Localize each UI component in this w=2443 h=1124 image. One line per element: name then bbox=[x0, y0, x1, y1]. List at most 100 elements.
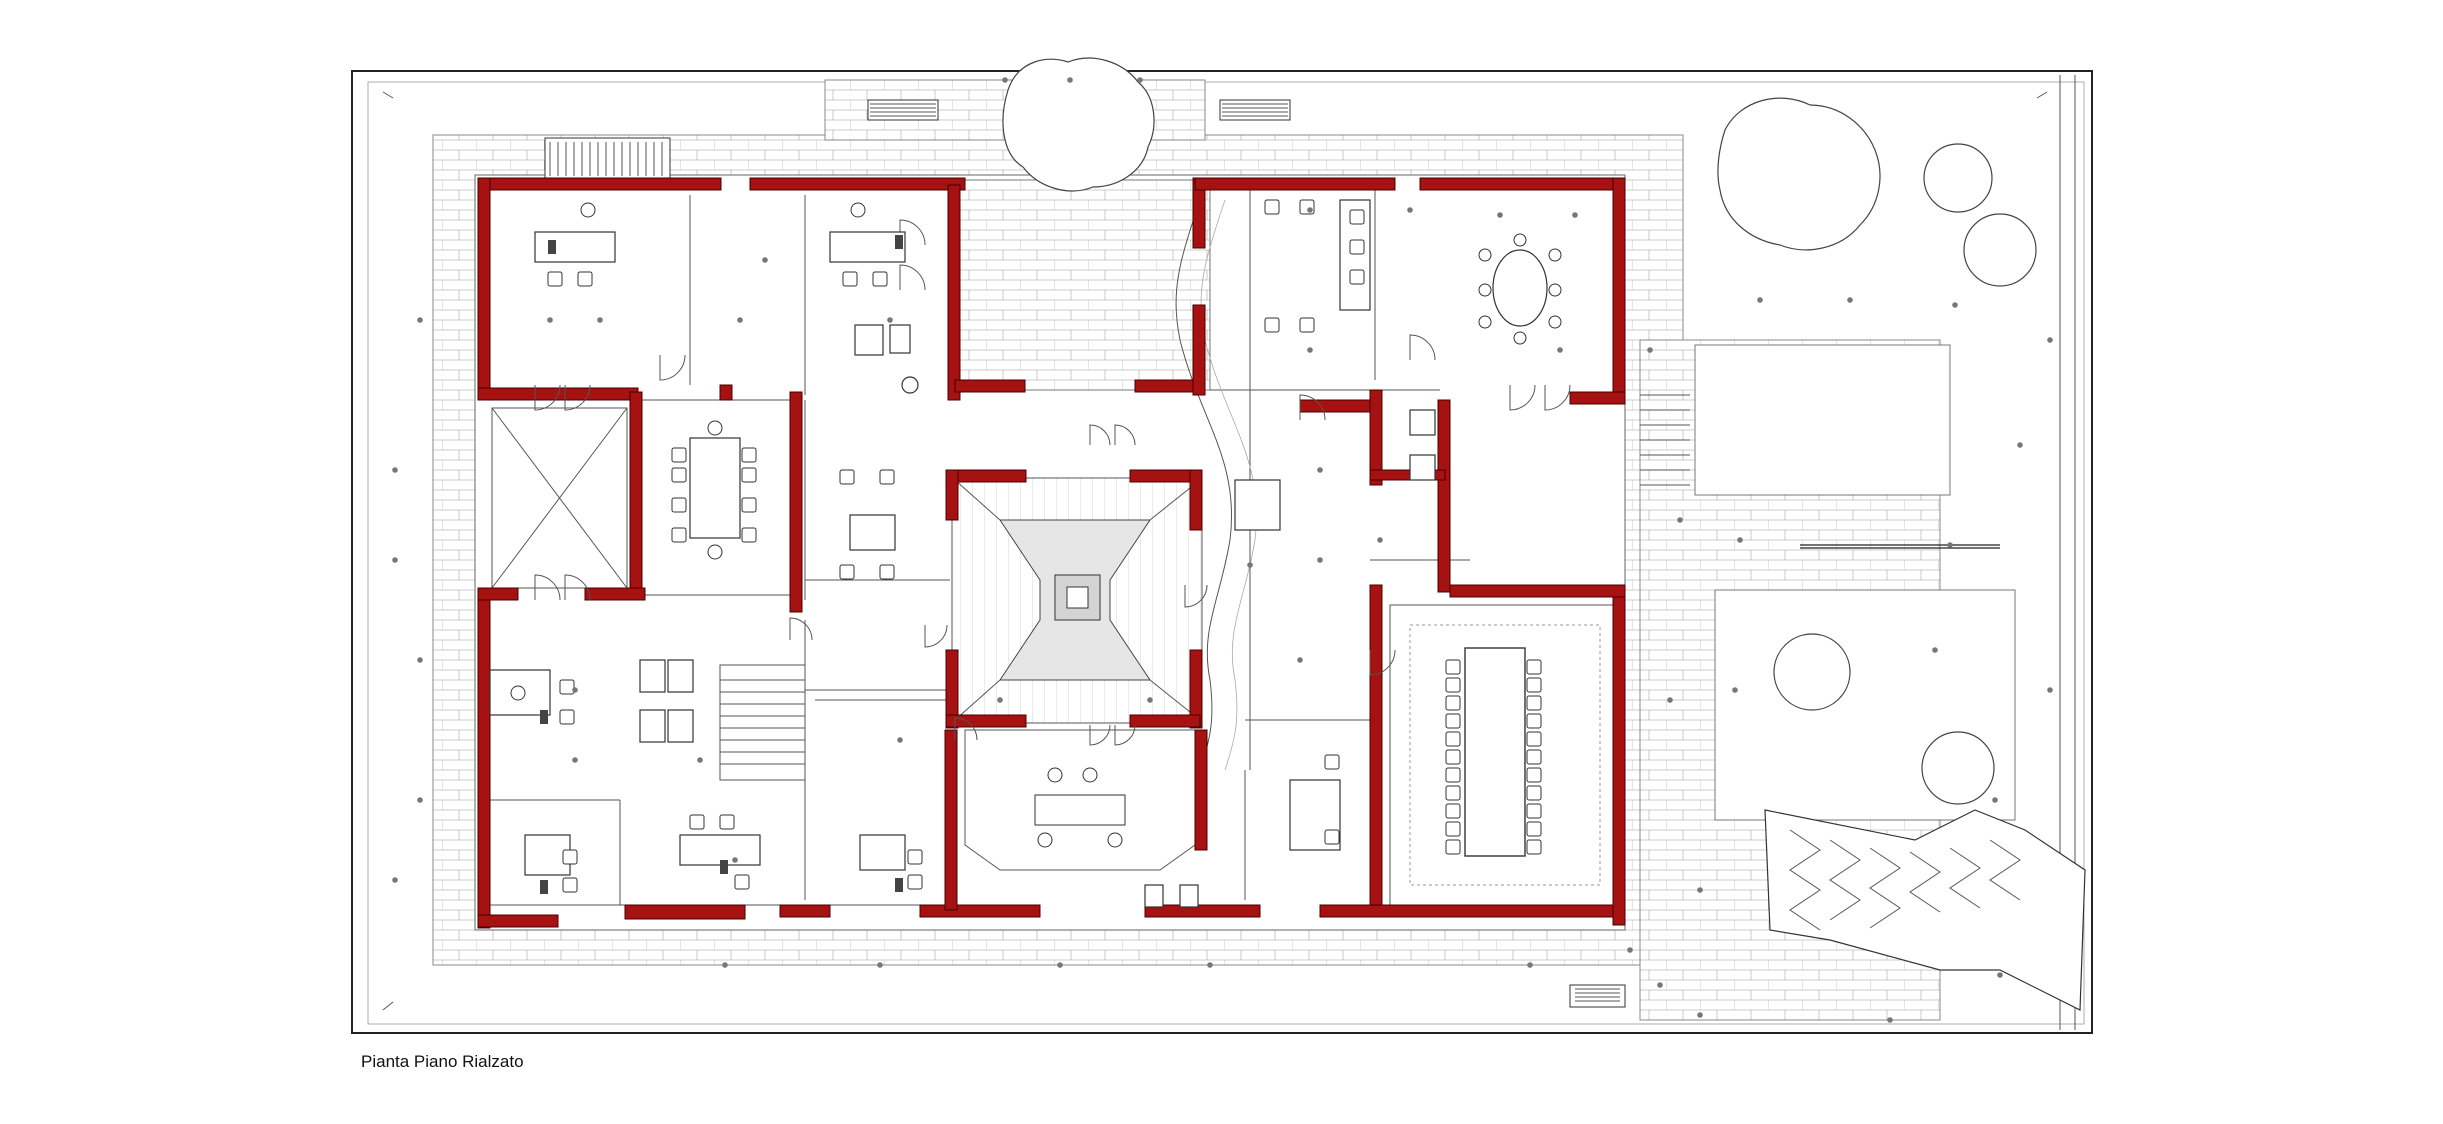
wall-segment bbox=[1194, 729, 1208, 851]
wall-segment bbox=[1612, 589, 1626, 926]
chair bbox=[907, 874, 923, 890]
wall-segment bbox=[944, 729, 958, 911]
chair bbox=[562, 849, 578, 865]
light-point bbox=[1317, 467, 1323, 473]
chair bbox=[741, 467, 757, 483]
chair bbox=[879, 469, 895, 485]
light-point bbox=[1992, 797, 1998, 803]
armchair bbox=[1548, 315, 1562, 329]
wall-segment bbox=[919, 904, 1041, 918]
lightwell-west bbox=[491, 407, 628, 589]
light-point bbox=[1697, 1012, 1703, 1018]
light-points bbox=[392, 77, 2053, 1023]
wall-segment bbox=[624, 904, 746, 920]
wall-segment bbox=[477, 587, 491, 929]
wall-segment bbox=[1192, 304, 1206, 396]
light-point bbox=[1667, 697, 1673, 703]
chair bbox=[1445, 821, 1461, 837]
lamp-mark bbox=[720, 860, 728, 874]
chair bbox=[1526, 731, 1542, 747]
door-swing bbox=[1114, 724, 1136, 746]
light-point bbox=[2047, 687, 2053, 693]
tree-small-2 bbox=[1963, 213, 2037, 287]
light-point bbox=[1847, 297, 1853, 303]
chair bbox=[671, 527, 687, 543]
chair bbox=[1299, 317, 1315, 333]
light-point bbox=[1737, 537, 1743, 543]
light-point bbox=[1572, 212, 1578, 218]
wall-segment bbox=[945, 714, 1027, 728]
chair bbox=[1445, 731, 1461, 747]
toilet bbox=[1409, 409, 1436, 436]
door-swing bbox=[1299, 394, 1326, 421]
light-point bbox=[1697, 887, 1703, 893]
light-point bbox=[1407, 207, 1413, 213]
conference-room-south bbox=[964, 729, 1196, 871]
armchair bbox=[707, 420, 723, 436]
chair bbox=[879, 564, 895, 580]
door-swing bbox=[659, 354, 686, 381]
light-point bbox=[1887, 1017, 1893, 1023]
door-swing bbox=[899, 264, 926, 291]
light-point bbox=[1317, 557, 1323, 563]
light-point bbox=[417, 797, 423, 803]
armchair bbox=[510, 685, 526, 701]
wall-segment bbox=[789, 391, 803, 613]
wall-segment bbox=[947, 184, 961, 401]
east-garden bbox=[1569, 75, 2086, 1030]
wall-segment bbox=[779, 904, 831, 918]
light-point bbox=[1657, 982, 1663, 988]
toilet bbox=[854, 324, 884, 356]
light-point bbox=[1147, 697, 1153, 703]
light-point bbox=[547, 317, 553, 323]
chair bbox=[1445, 695, 1461, 711]
chair bbox=[1349, 269, 1365, 285]
light-point bbox=[1947, 542, 1953, 548]
wall-segment bbox=[1369, 389, 1383, 486]
chair bbox=[1526, 767, 1542, 783]
light-point bbox=[2047, 337, 2053, 343]
wall-segment bbox=[954, 379, 1026, 393]
toilet bbox=[667, 659, 694, 693]
chair bbox=[741, 497, 757, 513]
armchair bbox=[580, 202, 596, 218]
chair bbox=[741, 447, 757, 463]
toilet bbox=[1144, 884, 1164, 908]
wall-segment bbox=[1144, 904, 1261, 918]
wall-segment bbox=[1419, 177, 1626, 191]
light-point bbox=[1932, 647, 1938, 653]
door-swing bbox=[534, 574, 561, 601]
chair bbox=[1445, 785, 1461, 801]
armchair bbox=[1513, 331, 1527, 345]
desk bbox=[849, 514, 896, 551]
sink bbox=[901, 376, 919, 394]
chair bbox=[1526, 785, 1542, 801]
light-point bbox=[1497, 212, 1503, 218]
toilet bbox=[639, 709, 666, 743]
wall-segment bbox=[719, 384, 733, 401]
chair bbox=[559, 709, 575, 725]
armchair bbox=[707, 544, 723, 560]
chair bbox=[547, 271, 563, 287]
chair bbox=[671, 497, 687, 513]
toilet bbox=[639, 659, 666, 693]
chair bbox=[1526, 659, 1542, 675]
light-point bbox=[1247, 562, 1253, 568]
chair bbox=[1445, 803, 1461, 819]
door-swing bbox=[1369, 649, 1396, 676]
door-swing bbox=[564, 574, 591, 601]
wall-segment bbox=[945, 469, 959, 521]
desk bbox=[534, 231, 616, 263]
wall-segment bbox=[1369, 584, 1383, 906]
light-point bbox=[1002, 77, 1008, 83]
wall-segment bbox=[1612, 177, 1626, 404]
door-swing bbox=[1089, 724, 1111, 746]
chair bbox=[671, 447, 687, 463]
light-point bbox=[392, 467, 398, 473]
wall-segment bbox=[945, 649, 959, 729]
sheet-frame bbox=[351, 70, 2093, 1034]
chair bbox=[1526, 821, 1542, 837]
drawing-caption: Pianta Piano Rialzato bbox=[361, 1052, 524, 1071]
wall-segment bbox=[629, 391, 643, 593]
light-point bbox=[897, 737, 903, 743]
